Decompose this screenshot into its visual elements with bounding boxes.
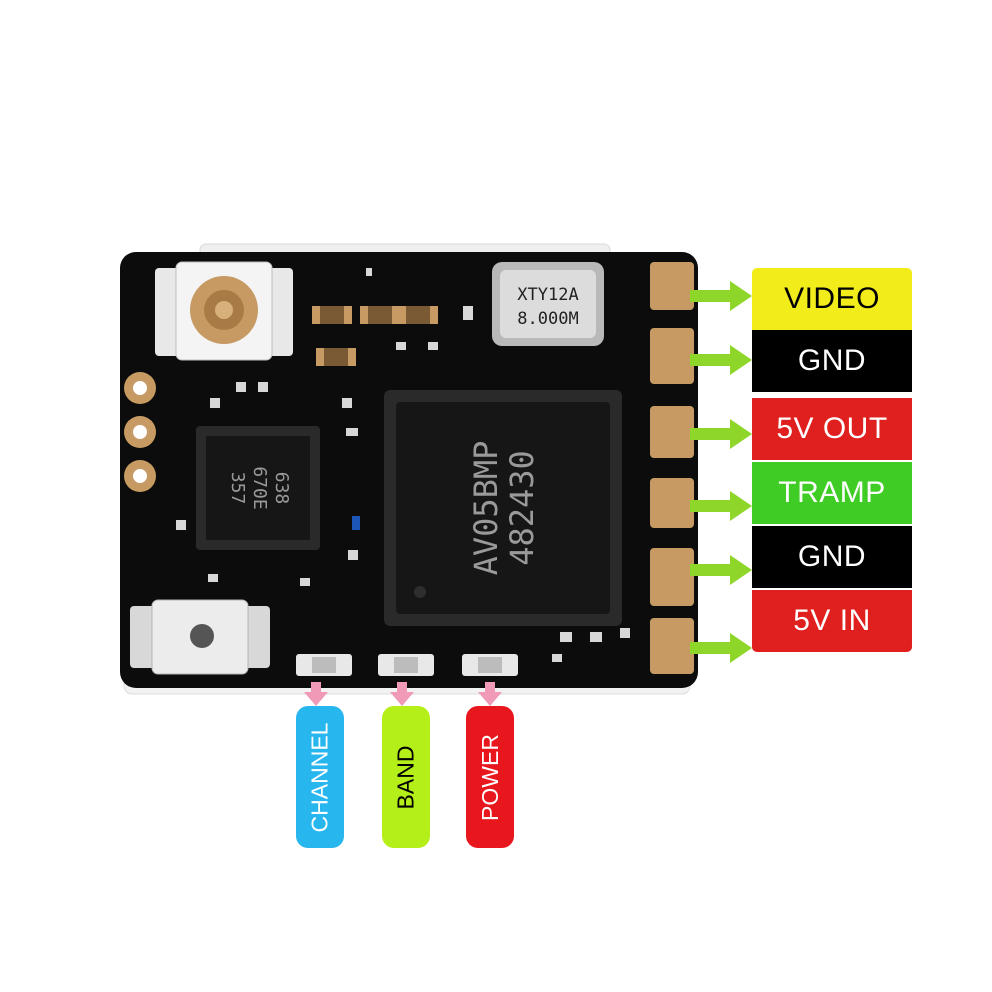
pin-label-gnd: GND bbox=[752, 330, 912, 392]
right-side-pads bbox=[650, 262, 694, 674]
arrow-down-icon bbox=[390, 682, 414, 706]
arrow-icon bbox=[690, 419, 752, 449]
pin-label-5v-in: 5V IN bbox=[752, 590, 912, 652]
main-ic-text-2: 482430 bbox=[503, 450, 541, 566]
small-ic-text-1: 638 bbox=[271, 472, 292, 505]
small-ic: 638 670E 357 bbox=[196, 426, 320, 550]
arrow-down-icon bbox=[478, 682, 502, 706]
arrow-icon bbox=[690, 633, 752, 663]
pin-label-text: 5V IN bbox=[793, 604, 871, 637]
arrow-down-icon bbox=[304, 682, 328, 706]
small-ic-text-3: 357 bbox=[227, 472, 248, 505]
push-button bbox=[130, 599, 270, 675]
arrow-icon bbox=[690, 555, 752, 585]
pin-label-text: 5V OUT bbox=[776, 412, 888, 445]
pin-arrows bbox=[690, 281, 752, 663]
passive-components bbox=[176, 268, 630, 662]
arrow-icon bbox=[690, 491, 752, 521]
arrow-icon bbox=[690, 281, 752, 311]
led-label-text: BAND bbox=[392, 745, 419, 809]
crystal-text-1: XTY12A bbox=[517, 285, 578, 305]
pin-label-text: VIDEO bbox=[784, 282, 880, 315]
pin-label-tramp: TRAMP bbox=[752, 462, 912, 524]
led-label-power: POWER bbox=[466, 706, 514, 848]
pin-label-text: GND bbox=[797, 540, 867, 573]
led-label-channel: CHANNEL bbox=[296, 706, 344, 848]
left-side-pads bbox=[124, 372, 156, 492]
main-ic: AV05BMP 482430 bbox=[384, 390, 622, 626]
arrow-icon bbox=[690, 345, 752, 375]
pin-label-gnd-2: GND bbox=[752, 526, 912, 588]
led-label-text: CHANNEL bbox=[306, 722, 333, 832]
main-ic-text-1: AV05BMP bbox=[467, 441, 505, 576]
crystal-oscillator: XTY12A 8.000M bbox=[492, 262, 604, 346]
led-label-band: BAND bbox=[382, 706, 430, 848]
pin-label-text: TRAMP bbox=[778, 476, 886, 509]
small-ic-text-2: 670E bbox=[249, 466, 270, 509]
led-label-text: POWER bbox=[476, 733, 503, 821]
pin-label-text: GND bbox=[797, 344, 867, 377]
pin-label-5v-out: 5V OUT bbox=[752, 398, 912, 460]
crystal-text-2: 8.000M bbox=[517, 309, 578, 329]
pin-label-video: VIDEO bbox=[752, 268, 912, 330]
led-arrows bbox=[304, 682, 502, 706]
led-row bbox=[296, 654, 518, 676]
antenna-connector bbox=[155, 261, 293, 361]
